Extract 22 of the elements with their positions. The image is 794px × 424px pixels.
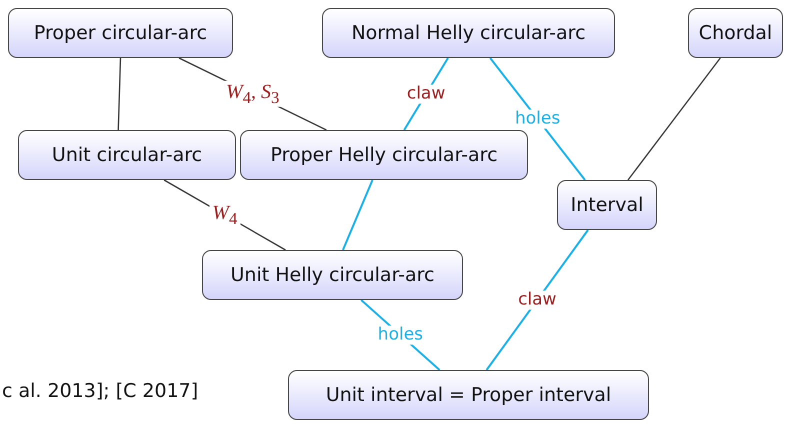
connector-line [627,58,721,180]
class-box [557,180,657,230]
class-name: Normal Helly circular-arc [351,22,586,44]
citation-note: c al. 2013]; [C 2017] [2,380,198,402]
class-name: Unit circular-arc [52,144,202,166]
class-name: Proper Helly circular-arc [270,144,498,166]
connector-line [342,180,374,250]
class-box [288,370,649,420]
class-box [240,130,528,180]
class-box [322,8,615,58]
class-name: Unit interval = Proper interval [326,384,612,406]
class-box [688,8,783,58]
class-box [18,130,236,180]
class-name: Interval [570,194,644,216]
class-name: Unit Helly circular-arc [230,264,434,286]
edge-label: W$_{4}$, S$_{3}$ [223,80,282,108]
class-box [8,8,233,58]
class-name: Chordal [698,22,772,44]
connector-line [118,58,122,130]
connector-line [486,229,589,371]
class-box [202,250,463,300]
class-name: Proper circular-arc [34,22,208,44]
